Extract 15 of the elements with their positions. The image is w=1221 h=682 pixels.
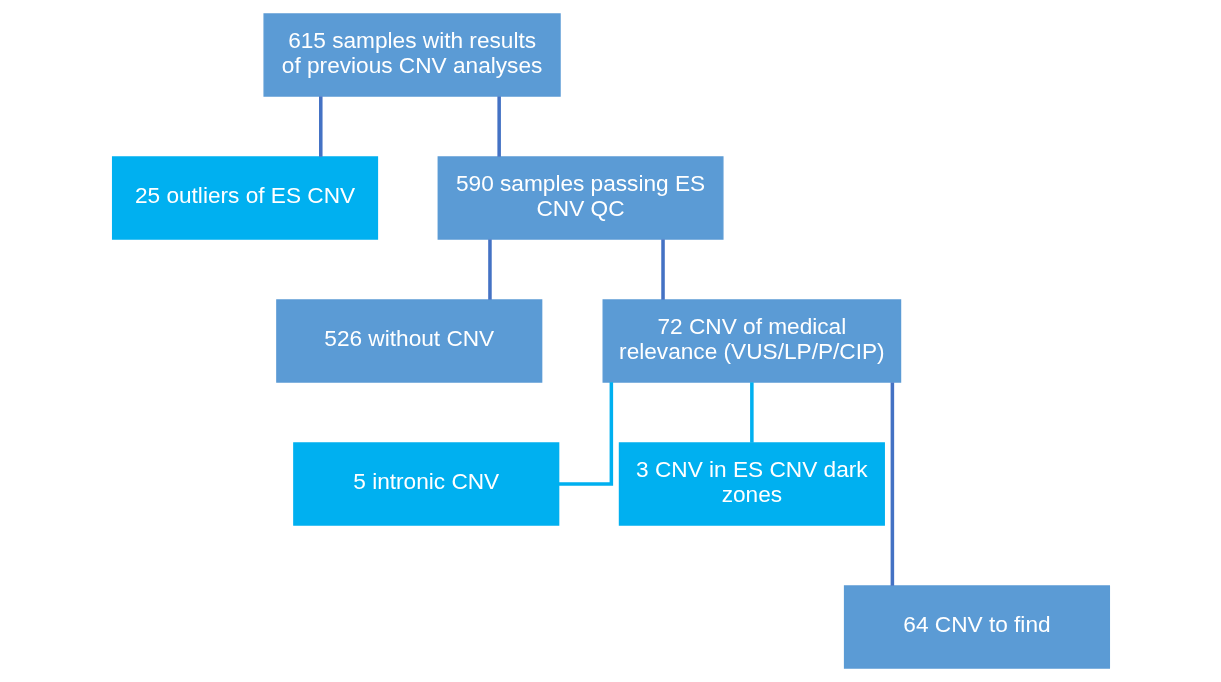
connector — [660, 239, 665, 300]
connector — [318, 96, 323, 157]
node-box: 526 without CNV — [275, 299, 542, 383]
node-box: 5 intronic CNV — [292, 442, 559, 526]
connector — [558, 382, 613, 486]
connector — [749, 382, 754, 443]
node-box: 64 CNV to find — [843, 585, 1110, 669]
node-box: 590 samples passing ES CNV QC — [437, 156, 724, 240]
node-box: 25 outliers of ES CNV — [111, 156, 378, 240]
node-box: 3 CNV in ES CNV dark zones — [618, 442, 885, 526]
connector — [487, 239, 492, 300]
node-box: 615 samples with results of previous CNV analyses — [262, 13, 561, 97]
connector — [890, 382, 894, 586]
node-box: 72 CNV of medical relevance (VUS/LP/P/CIP) — [602, 299, 901, 383]
connector — [496, 96, 501, 157]
